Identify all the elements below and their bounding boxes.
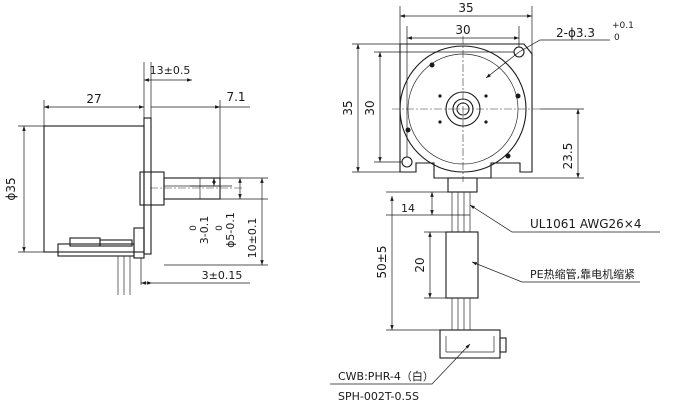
dim-height-outer: 35	[341, 100, 355, 115]
dim-sleeve: 20	[413, 257, 427, 272]
shaft	[163, 177, 221, 200]
dim-diameter: ϕ35	[4, 177, 18, 200]
dim-width-outer: 35	[458, 1, 473, 15]
dim-shaft-diam: ϕ5-0.1	[224, 212, 237, 248]
dim-shaft: 7.1	[226, 90, 245, 104]
dim-hole-tol-plus: +0.1	[612, 21, 634, 31]
lead-exit	[447, 177, 478, 193]
dim-hole: 2-ϕ3.3	[556, 26, 595, 40]
wire-spec: UL1061 AWG26×4	[530, 217, 642, 231]
dim-width-inner: 30	[455, 23, 470, 37]
dim-shaft-tol: 3-0.1	[198, 216, 211, 244]
sleeve-spec: PE热缩管,靠电机缩紧	[530, 267, 635, 281]
heat-shrink-sleeve	[445, 231, 479, 299]
flange-plate	[143, 117, 152, 255]
dim-length: 27	[86, 92, 101, 106]
motor-body-side	[43, 125, 145, 253]
dim-height-inner: 30	[363, 100, 377, 115]
dim-lead-length: 50±5	[375, 246, 389, 279]
dim-center: 23.5	[561, 143, 575, 170]
dim-lead-exit: 14	[401, 202, 415, 215]
dim-flange: 13±0.5	[150, 64, 191, 77]
terminal-spec: SPH-002T-0.5S	[338, 390, 419, 403]
motor-flange-front	[399, 43, 533, 179]
dim-shaft-diam-tol-top: 0	[215, 225, 225, 231]
dim-shaft-tol-top: 0	[189, 225, 199, 231]
dim-offset: 10±0.1	[246, 218, 259, 259]
lead-wires	[451, 192, 471, 330]
connector-spec: CWB:PHR-4（白）	[338, 369, 434, 383]
dim-hole-tol-minus: 0	[614, 33, 620, 43]
mounting-hole-bottom	[401, 156, 413, 168]
dim-flat: 3±0.15	[202, 269, 243, 282]
side-view: 27 13±0.5 7.1 ϕ35 0 3-0.1 0 ϕ5-0.1 10±0.…	[4, 62, 268, 295]
front-view: 35 30 2-ϕ3.3 +0.1 0 35 30 23.5 14 50±5	[330, 1, 660, 403]
